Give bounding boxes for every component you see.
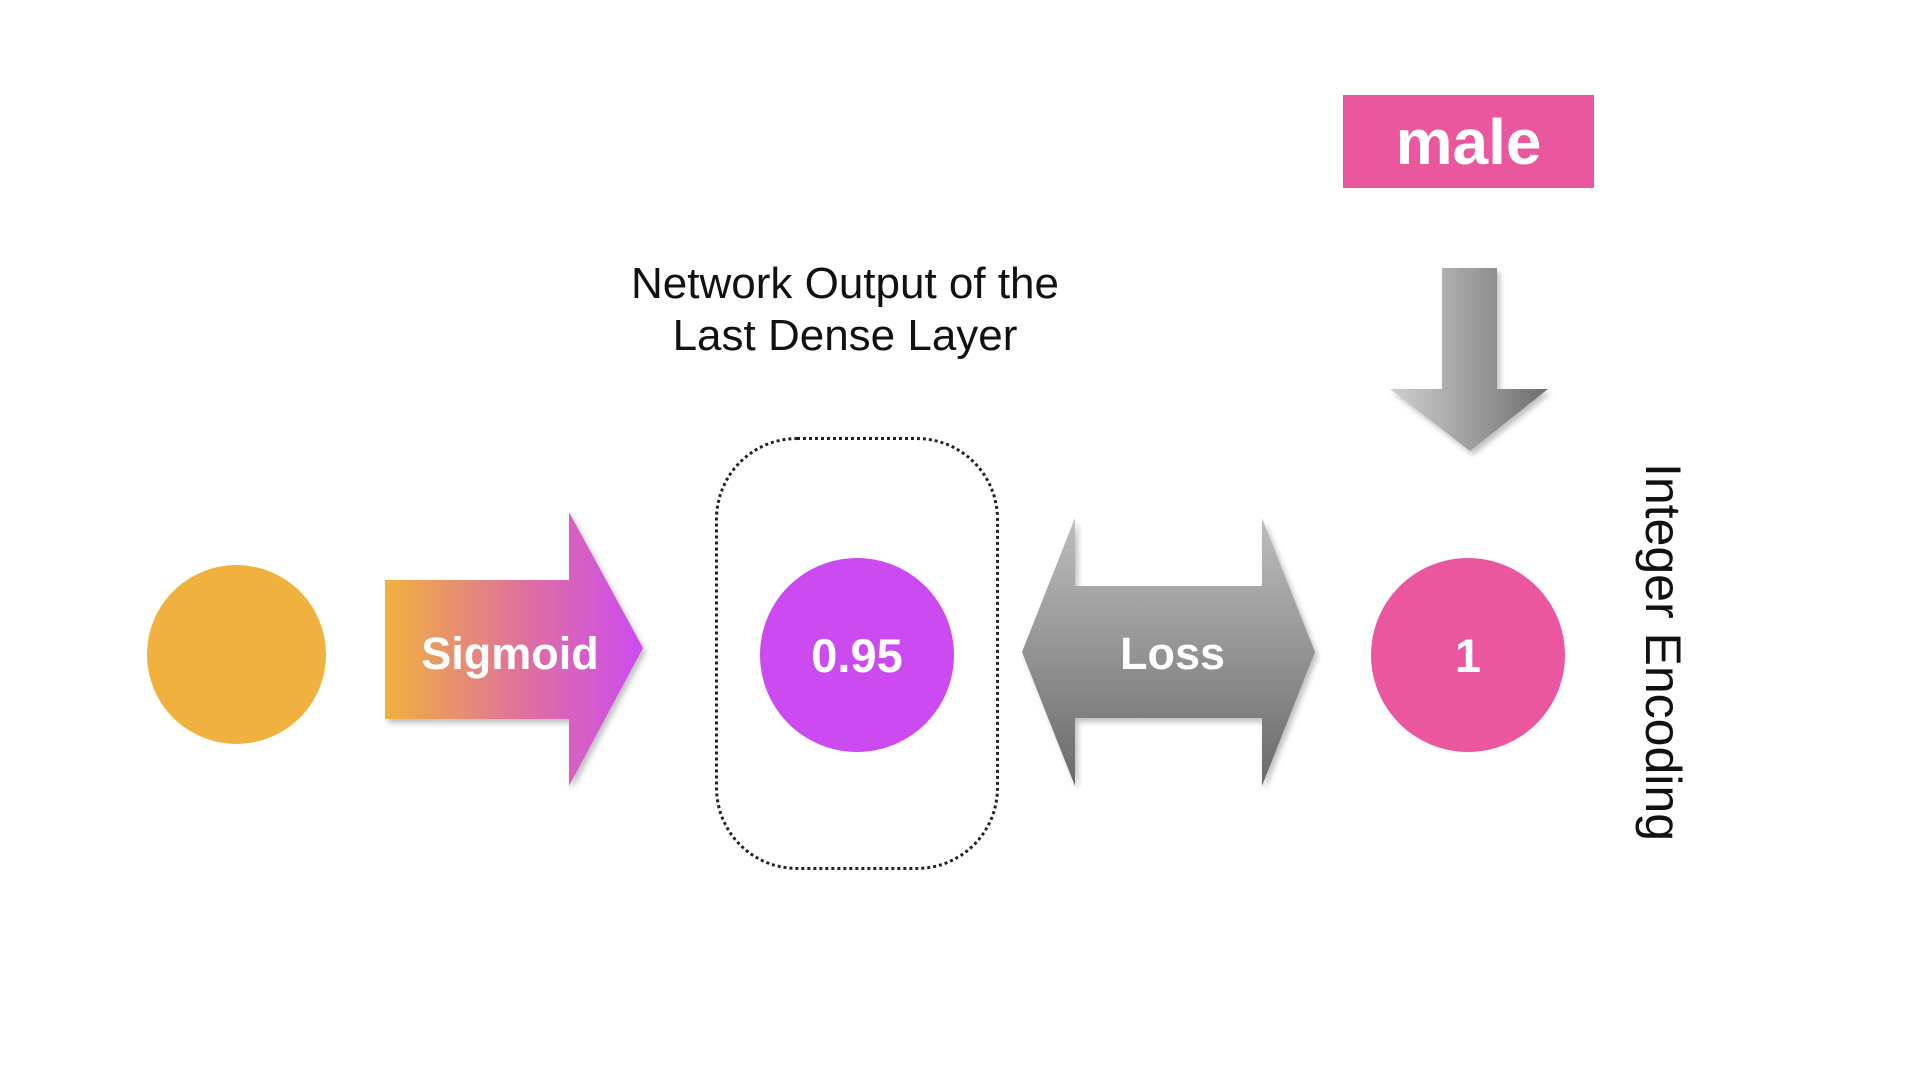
loss-arrow [1022,518,1315,786]
class-label-box: male [1343,95,1594,188]
integer-encoding-label: Integer Encoding [1635,462,1691,842]
sigmoid-arrow [385,512,643,786]
output-highlight-box [715,437,999,870]
caption-line-2: Last Dense Layer [672,311,1018,360]
loss-label: Loss [1119,628,1226,679]
output-node: 0.95 [760,558,954,752]
input-node [147,565,326,744]
caption-line-1: Network Output of the [631,259,1059,308]
target-node: 1 [1371,558,1565,752]
network-output-caption: Network Output of the Last Dense Layer [560,258,1130,362]
down-arrow [1390,268,1548,451]
sigmoid-label: Sigmoid [421,628,599,679]
